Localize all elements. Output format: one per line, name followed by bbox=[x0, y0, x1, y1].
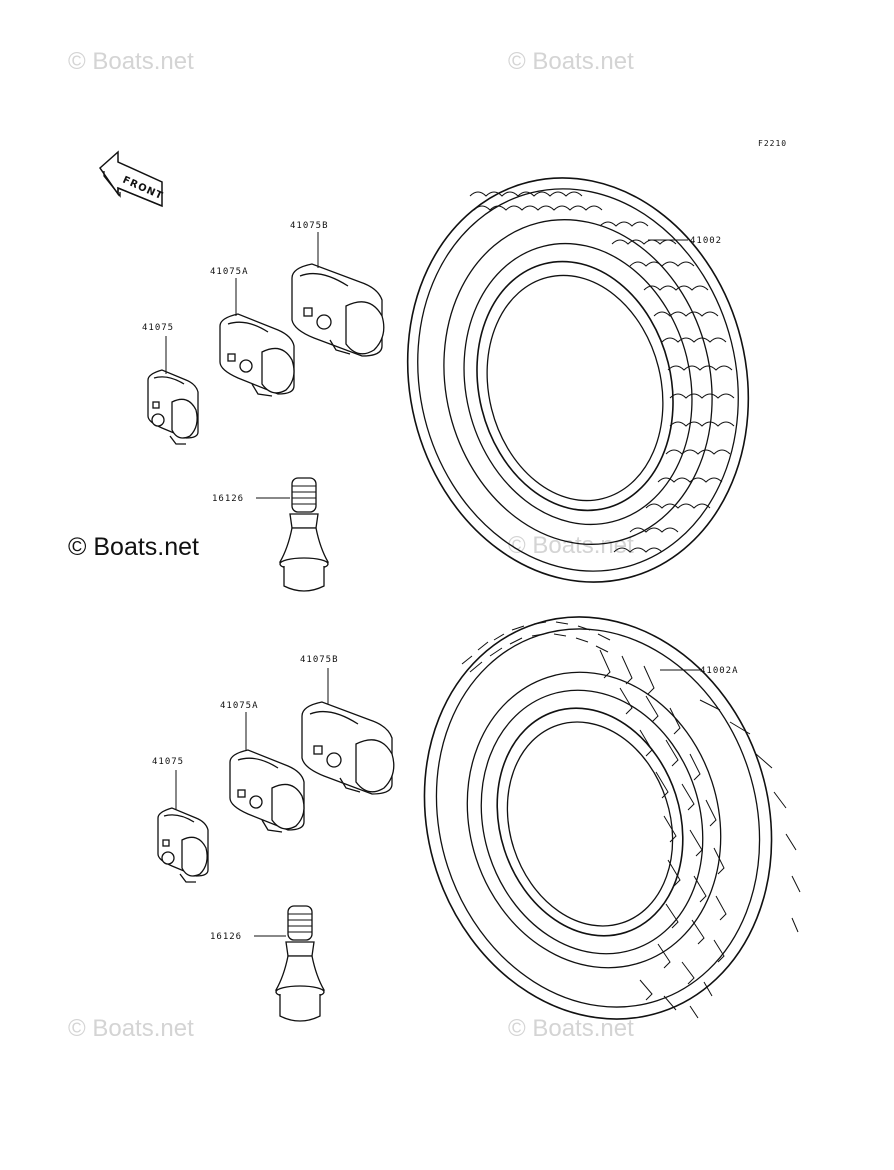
valve-stem-upper[interactable] bbox=[278, 477, 330, 592]
watermark-top-left: © Boats.net bbox=[68, 48, 194, 75]
label-valve-lower: 16126 bbox=[210, 932, 242, 942]
balance-weight-medium-lower[interactable] bbox=[229, 749, 305, 833]
balance-weight-medium-upper[interactable] bbox=[219, 313, 295, 397]
front-arrow-icon: FRONT bbox=[99, 150, 165, 208]
label-weight-large-upper: 41075B bbox=[290, 221, 329, 231]
label-tire-upper: 41002 bbox=[690, 236, 722, 246]
label-weight-small-lower: 41075 bbox=[152, 757, 184, 767]
balance-weight-small-lower[interactable] bbox=[157, 807, 209, 883]
label-weight-large-lower: 41075B bbox=[300, 655, 339, 665]
label-valve-upper: 16126 bbox=[212, 494, 244, 504]
balance-weight-small-upper[interactable] bbox=[147, 369, 199, 445]
balance-weight-large-upper[interactable] bbox=[291, 263, 385, 357]
tire-upper[interactable] bbox=[366, 141, 791, 618]
label-weight-medium-lower: 41075A bbox=[220, 701, 259, 711]
tread-pattern-lower bbox=[461, 621, 801, 1019]
watermark-bottom-left: © Boats.net bbox=[68, 1015, 194, 1042]
tread-pattern-upper bbox=[469, 191, 735, 553]
watermark-middle-right: © Boats.net bbox=[508, 532, 634, 559]
reference-code: F2210 bbox=[758, 139, 787, 148]
label-weight-medium-upper: 41075A bbox=[210, 267, 249, 277]
balance-weight-large-lower[interactable] bbox=[301, 701, 395, 795]
label-weight-small-upper: 41075 bbox=[142, 323, 174, 333]
watermark-top-right: © Boats.net bbox=[508, 48, 634, 75]
watermark-middle-left: © Boats.net bbox=[68, 533, 199, 561]
tire-lower[interactable] bbox=[373, 571, 822, 1064]
label-tire-lower: 41002A bbox=[700, 666, 739, 676]
valve-stem-lower[interactable] bbox=[274, 905, 326, 1022]
